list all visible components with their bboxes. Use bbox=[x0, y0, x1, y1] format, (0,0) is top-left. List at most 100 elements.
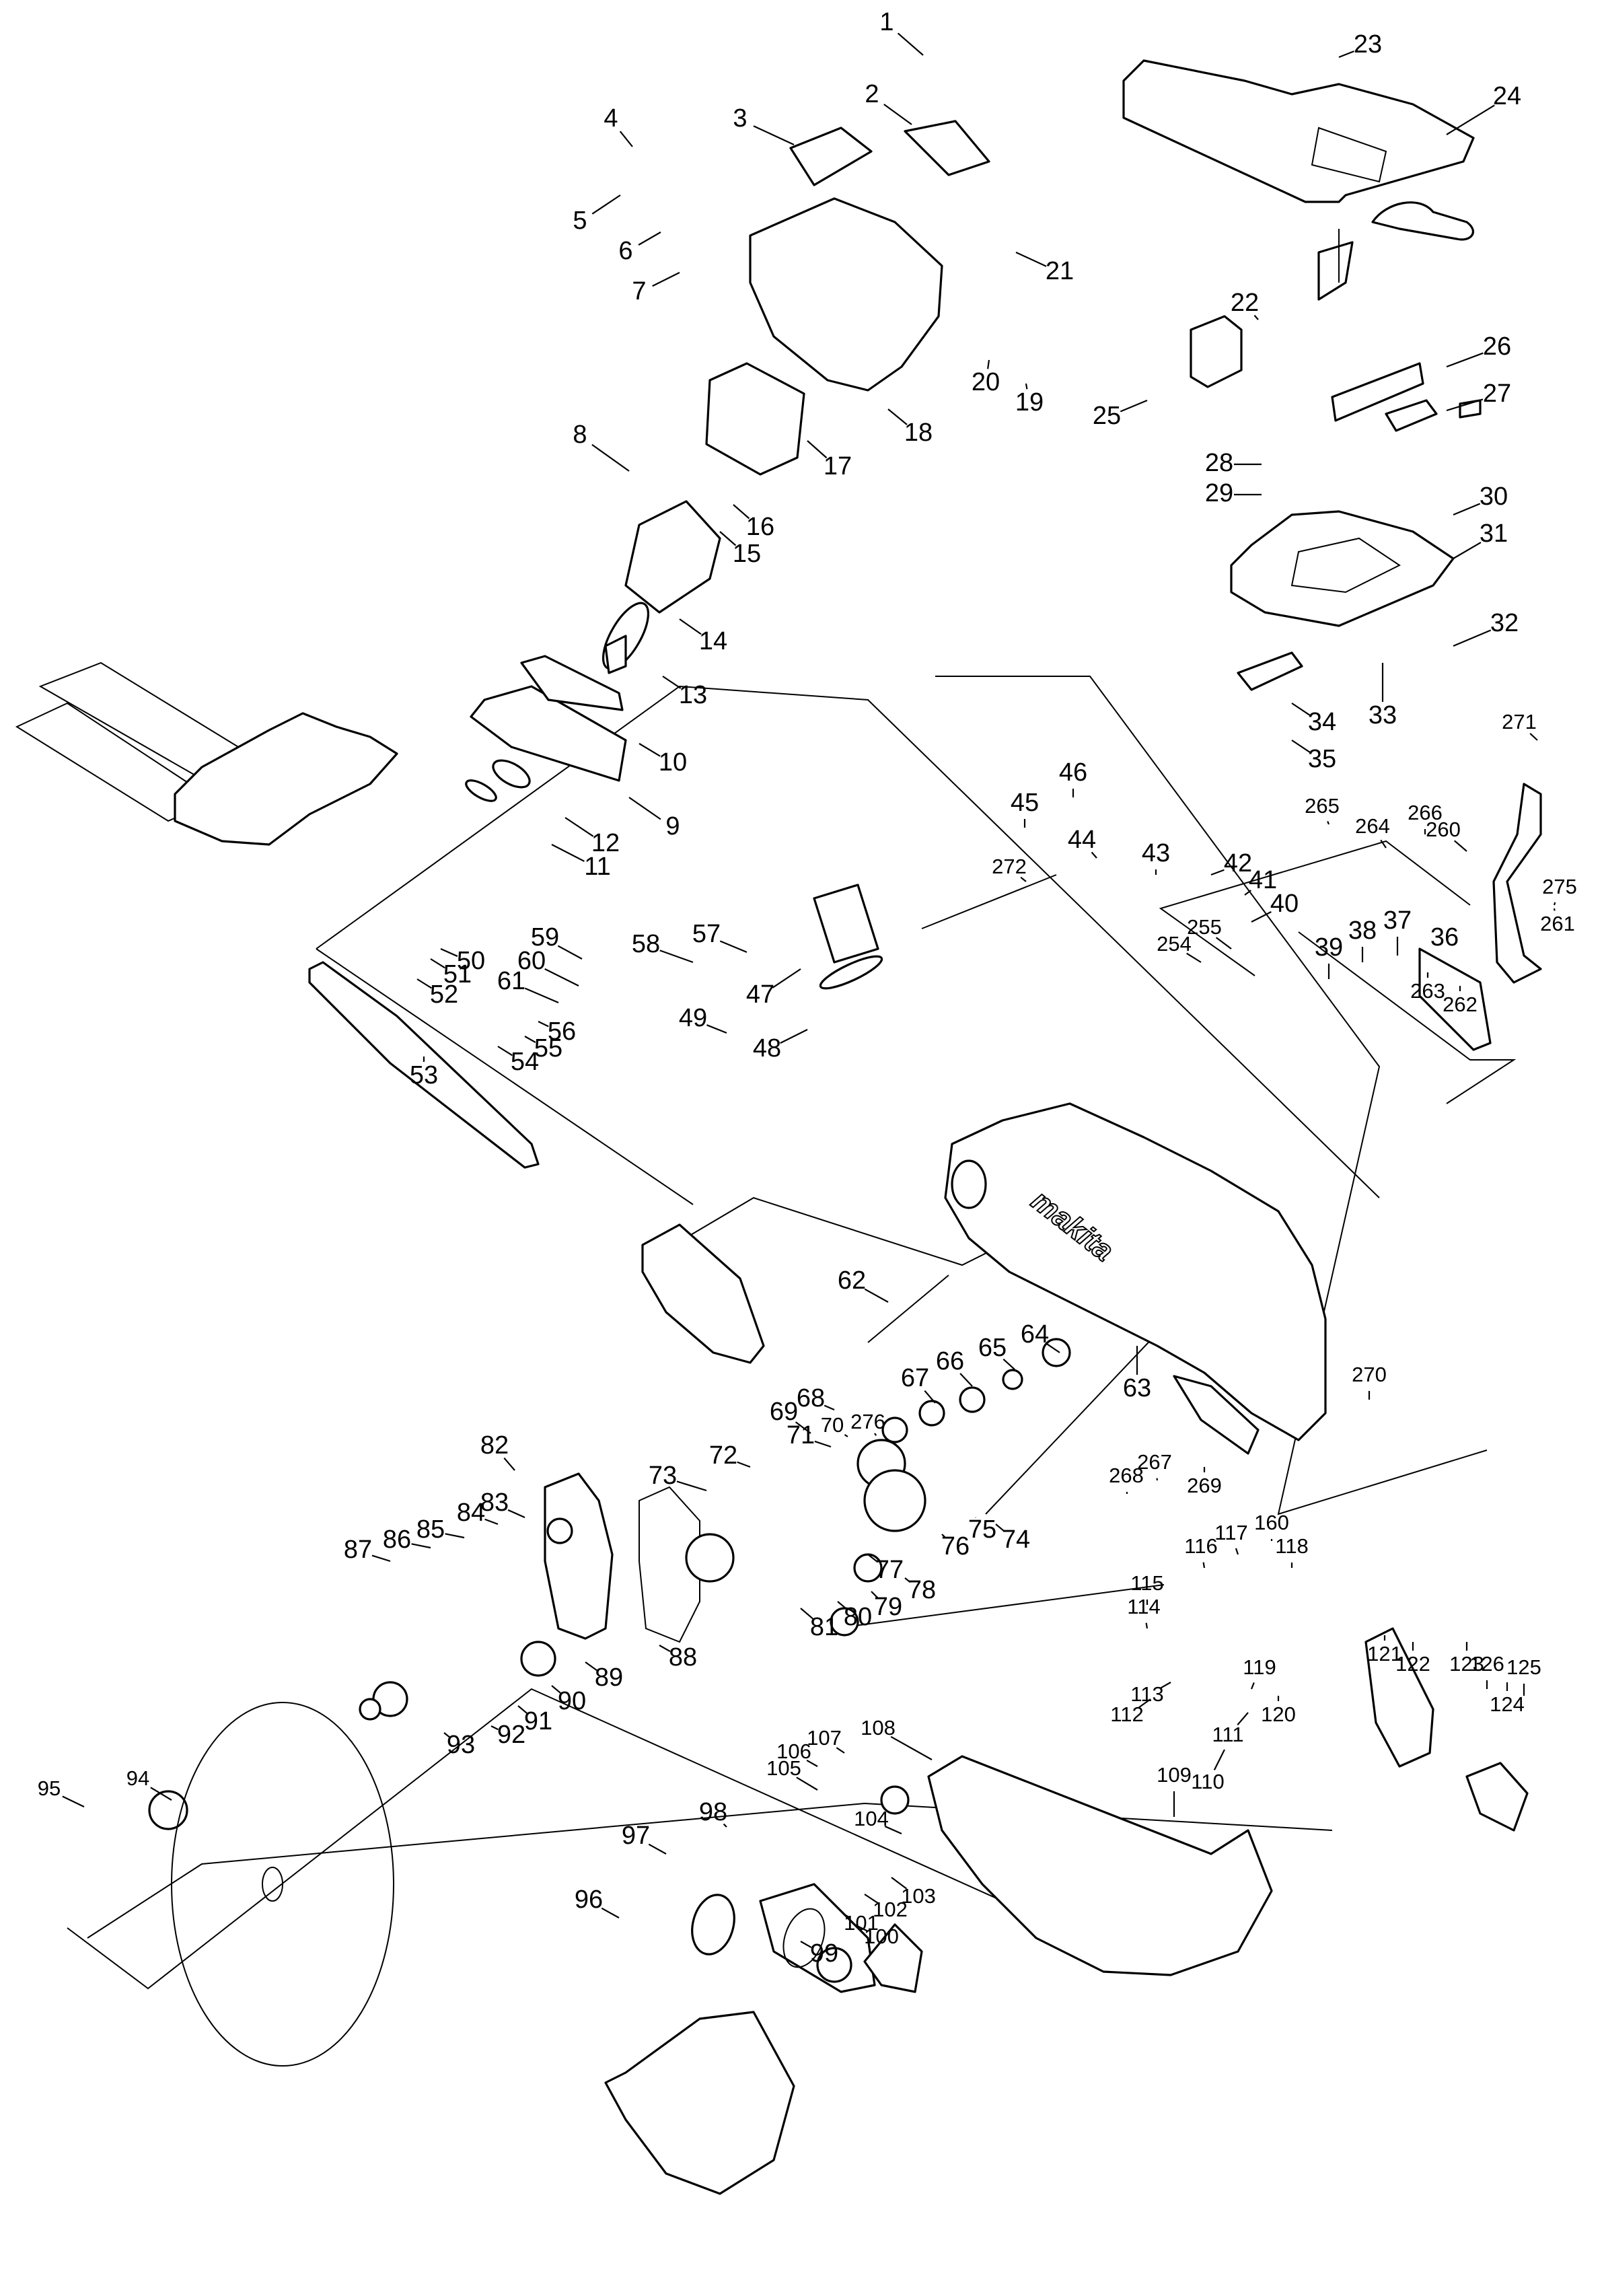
part-label-78: 78 bbox=[908, 1576, 936, 1604]
leader-line-99 bbox=[800, 1941, 812, 1949]
leader-line-113 bbox=[1159, 1682, 1171, 1690]
washer-66 bbox=[959, 1386, 986, 1413]
part-label-63: 63 bbox=[1123, 1374, 1151, 1402]
part-label-48: 48 bbox=[753, 1034, 781, 1063]
part-label-125: 125 bbox=[1506, 1655, 1541, 1679]
leader-line-62 bbox=[864, 1288, 889, 1303]
part-label-56: 56 bbox=[548, 1017, 576, 1046]
ring-48 bbox=[819, 955, 883, 990]
part-label-254: 254 bbox=[1157, 932, 1192, 956]
part-label-5: 5 bbox=[573, 207, 587, 235]
leader-line-20 bbox=[987, 359, 990, 369]
leader-line-69 bbox=[795, 1421, 811, 1434]
group-bracket-line bbox=[316, 685, 1380, 1198]
leader-line-2 bbox=[883, 104, 912, 125]
part-label-69: 69 bbox=[770, 1398, 798, 1426]
part-label-38: 38 bbox=[1348, 917, 1377, 945]
holder-102 bbox=[816, 1947, 852, 1983]
leader-line-25 bbox=[1120, 399, 1148, 412]
part-label-86: 86 bbox=[383, 1526, 411, 1554]
part-label-271: 271 bbox=[1502, 710, 1537, 733]
brush-cover-2 bbox=[904, 120, 990, 176]
part-label-79: 79 bbox=[874, 1593, 902, 1621]
part-label-91: 91 bbox=[524, 1707, 552, 1735]
leader-line-98 bbox=[723, 1823, 727, 1828]
switch-lever bbox=[1371, 201, 1475, 241]
leader-line-59 bbox=[557, 945, 583, 960]
part-label-26: 26 bbox=[1483, 332, 1511, 361]
part-label-104: 104 bbox=[854, 1807, 889, 1830]
leader-line-26 bbox=[1446, 352, 1484, 368]
part-label-3: 3 bbox=[733, 104, 747, 133]
part-label-44: 44 bbox=[1068, 826, 1096, 854]
handle-grip-opening bbox=[1311, 127, 1387, 183]
link-plate-53 bbox=[308, 961, 540, 1169]
leader-line-90 bbox=[551, 1685, 561, 1694]
part-label-40: 40 bbox=[1270, 890, 1299, 918]
terminal-block-25 bbox=[1190, 315, 1243, 388]
part-label-23: 23 bbox=[1354, 30, 1382, 59]
bearing-89 bbox=[520, 1641, 556, 1677]
part-label-9: 9 bbox=[665, 812, 680, 840]
handle-base-cavity bbox=[1290, 537, 1401, 594]
part-label-18: 18 bbox=[904, 419, 933, 447]
leader-line-70 bbox=[844, 1434, 848, 1437]
part-label-264: 264 bbox=[1355, 814, 1390, 838]
leader-line-272 bbox=[1020, 876, 1027, 882]
leader-line-61 bbox=[524, 987, 559, 1004]
part-label-122: 122 bbox=[1395, 1652, 1430, 1676]
washer-67 bbox=[918, 1400, 945, 1427]
leader-line-81 bbox=[800, 1608, 814, 1620]
part-label-49: 49 bbox=[679, 1004, 707, 1032]
leader-line-264 bbox=[1380, 839, 1387, 849]
leader-line-6 bbox=[638, 231, 661, 246]
group-bracket-line bbox=[1159, 840, 1471, 976]
leader-line-50 bbox=[440, 947, 458, 958]
part-label-98: 98 bbox=[699, 1798, 727, 1826]
leader-line-261 bbox=[1553, 908, 1556, 911]
leader-line-88 bbox=[659, 1645, 671, 1653]
gear-housing-88 bbox=[544, 1472, 614, 1640]
part-label-120: 120 bbox=[1261, 1702, 1296, 1726]
leader-line-60 bbox=[544, 968, 579, 986]
leader-line-67 bbox=[924, 1390, 936, 1404]
handle-base-31 bbox=[1230, 510, 1455, 627]
armature-14 bbox=[624, 500, 721, 614]
switch-plate-26 bbox=[1331, 362, 1424, 422]
part-label-121: 121 bbox=[1367, 1642, 1402, 1665]
part-label-93: 93 bbox=[447, 1731, 475, 1759]
part-label-64: 64 bbox=[1021, 1320, 1049, 1349]
part-label-14: 14 bbox=[699, 627, 727, 655]
leader-line-54 bbox=[497, 1046, 513, 1056]
leader-line-80 bbox=[837, 1601, 847, 1610]
leader-line-93 bbox=[443, 1732, 450, 1738]
part-label-269: 269 bbox=[1187, 1474, 1222, 1497]
part-label-1: 1 bbox=[879, 8, 894, 36]
part-label-12: 12 bbox=[591, 829, 620, 857]
part-label-261: 261 bbox=[1540, 912, 1575, 935]
leader-line-22 bbox=[1253, 314, 1259, 320]
group-bracket-line bbox=[316, 948, 694, 1205]
part-label-260: 260 bbox=[1426, 818, 1461, 841]
armature-shaft-tip bbox=[604, 635, 627, 674]
leader-line-41 bbox=[1244, 890, 1251, 896]
part-label-74: 74 bbox=[1002, 1526, 1030, 1554]
part-label-50: 50 bbox=[457, 947, 485, 975]
leader-line-11 bbox=[551, 844, 585, 862]
leader-line-65 bbox=[1002, 1358, 1015, 1370]
part-label-21: 21 bbox=[1046, 257, 1074, 285]
part-label-92: 92 bbox=[497, 1721, 525, 1749]
spring-holder-97 bbox=[691, 1894, 735, 1956]
leader-line-82 bbox=[503, 1457, 515, 1471]
leader-line-21 bbox=[1015, 252, 1047, 267]
group-bracket-line bbox=[867, 1275, 949, 1343]
leader-line-85 bbox=[445, 1533, 465, 1539]
gasket-81 bbox=[639, 1486, 700, 1643]
part-label-57: 57 bbox=[692, 920, 721, 948]
leader-line-117 bbox=[1235, 1548, 1239, 1555]
plate-269 bbox=[1173, 1375, 1260, 1455]
part-label-62: 62 bbox=[838, 1266, 866, 1295]
part-label-95: 95 bbox=[38, 1777, 61, 1800]
leader-line-87 bbox=[371, 1554, 391, 1563]
leader-lines bbox=[62, 32, 1556, 1949]
